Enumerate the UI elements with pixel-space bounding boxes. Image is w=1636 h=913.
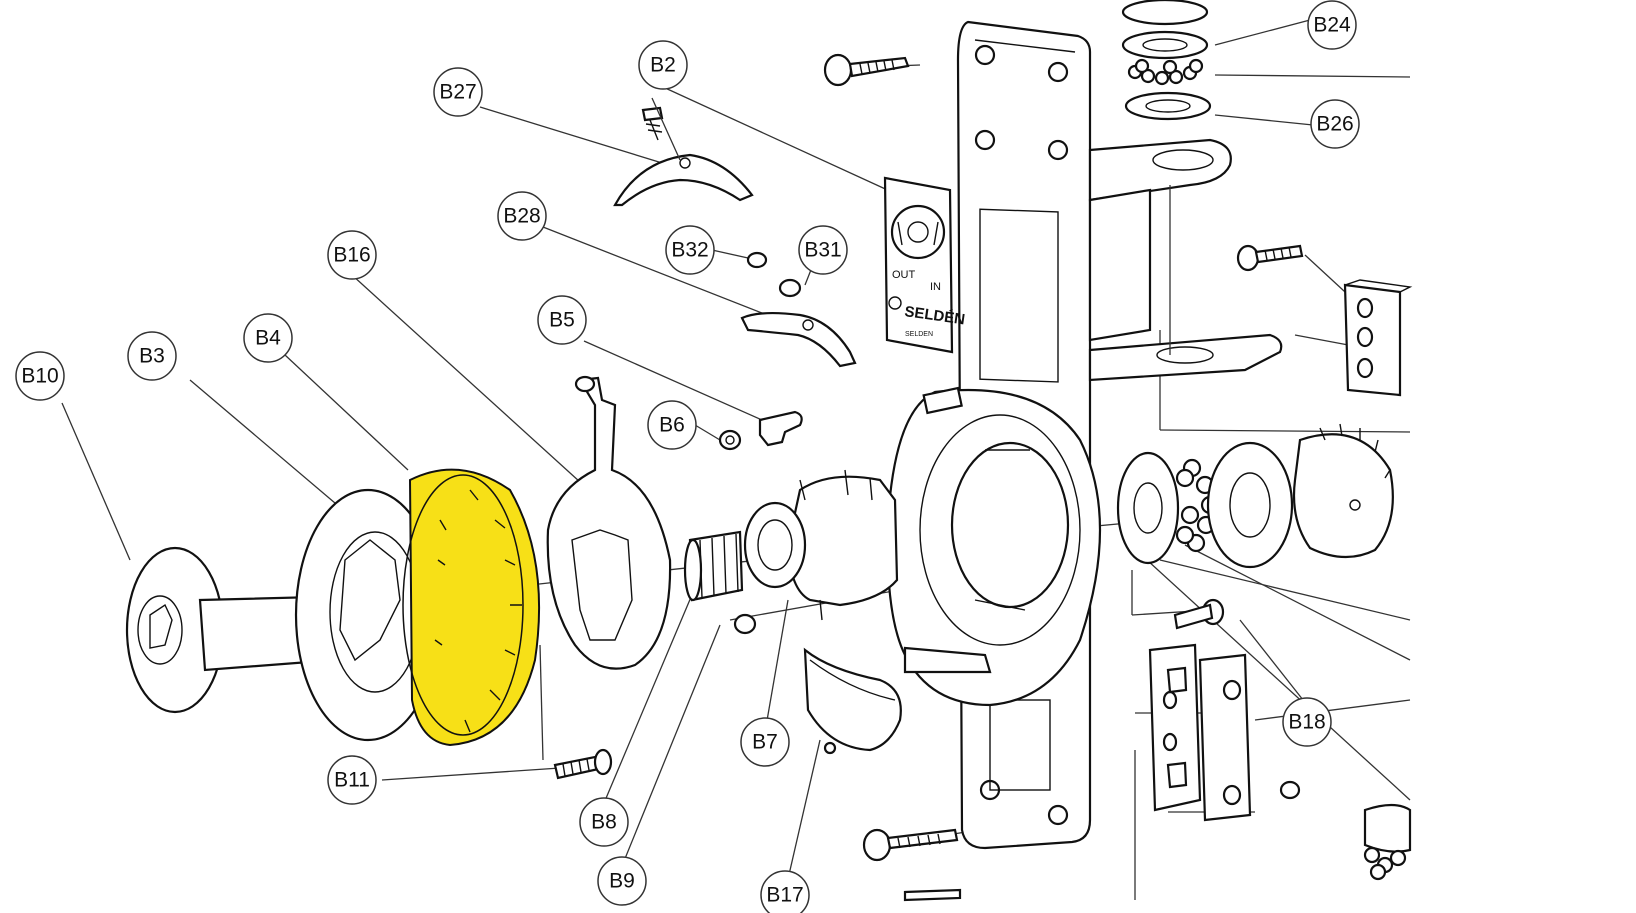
callout-label: B27	[439, 81, 476, 104]
callout-label: B9	[609, 870, 635, 893]
callout-label: B10	[21, 365, 58, 388]
callout-label: B16	[333, 244, 370, 267]
callout-circle	[1310, 99, 1360, 149]
callout-label: B5	[549, 309, 575, 332]
callout-b26: B26	[1310, 99, 1360, 149]
callout-label: B6	[659, 414, 685, 437]
callout-label: B24	[1313, 14, 1351, 37]
callout-b18: B18	[1282, 697, 1332, 747]
callout-label: B26	[1316, 113, 1353, 136]
screw-top	[823, 53, 910, 87]
callout-circle	[647, 400, 697, 450]
callout-b28: B28	[497, 191, 547, 241]
callout-circle	[1282, 697, 1332, 747]
upper-bracket	[1088, 138, 1283, 382]
callout-b2: B2	[638, 40, 688, 90]
callout-label: B8	[591, 811, 617, 834]
bearing-stack-top	[1121, 0, 1212, 121]
callout-circle	[537, 295, 587, 345]
dial-out-label: OUT	[892, 269, 916, 281]
callout-circle	[243, 313, 293, 363]
callout-b17: B17	[760, 870, 810, 913]
callout-label: B4	[255, 327, 281, 350]
callout-b6: B6	[647, 400, 697, 450]
ball-bearings	[1127, 58, 1204, 86]
callout-circle	[1307, 0, 1357, 50]
callout-b11: B11	[327, 755, 377, 805]
pawl-plate	[546, 375, 672, 670]
screw-bottom	[862, 828, 962, 902]
callout-label: B18	[1288, 711, 1325, 734]
callout-b32: B32	[665, 225, 715, 275]
callout-label: B3	[139, 345, 165, 368]
screw-b11	[553, 748, 613, 780]
callout-b24: B24	[1307, 0, 1357, 50]
right-lower-parts	[1148, 598, 1412, 881]
callout-b5: B5	[537, 295, 587, 345]
callout-circle	[127, 331, 177, 381]
callout-b9: B9	[597, 856, 647, 906]
callout-circle	[433, 67, 483, 117]
callout-circle	[497, 191, 547, 241]
callout-circle	[740, 717, 790, 767]
pinion-gear	[683, 530, 757, 635]
callout-b7: B7	[740, 717, 790, 767]
lower-balls	[1363, 846, 1407, 881]
callout-circle	[798, 225, 848, 275]
callout-circle	[327, 230, 377, 280]
ratchet-hub	[743, 469, 899, 621]
callout-circle	[760, 870, 810, 913]
b5-b6-parts	[718, 410, 803, 451]
callout-b3: B3	[127, 331, 177, 381]
callout-label: B11	[334, 769, 370, 792]
right-upper-screw-block	[1236, 244, 1413, 397]
callout-circle	[638, 40, 688, 90]
callout-label: B31	[804, 239, 841, 262]
callout-label: B32	[671, 239, 708, 262]
drum-assembly	[125, 468, 541, 747]
top-cover-part	[613, 97, 857, 368]
callout-b4: B4	[243, 313, 293, 363]
central-housing	[886, 386, 1102, 707]
callout-label: B7	[752, 731, 778, 754]
callout-circle	[15, 351, 65, 401]
callout-label: B17	[766, 884, 803, 907]
dial-plate: OUT IN SELDÉN SELDEN	[883, 176, 966, 354]
callout-circle	[665, 225, 715, 275]
callout-circle	[597, 856, 647, 906]
ball-ring	[1175, 458, 1220, 553]
callout-b16: B16	[327, 230, 377, 280]
callout-b27: B27	[433, 67, 483, 117]
callout-circle	[327, 755, 377, 805]
callout-b31: B31	[798, 225, 848, 275]
half-shell	[803, 647, 902, 755]
dial-brand-small-label: SELDEN	[905, 331, 933, 338]
callout-circle	[579, 797, 629, 847]
right-bearing-gear	[1116, 423, 1394, 569]
dial-in-label: IN	[930, 281, 941, 293]
callout-b8: B8	[579, 797, 629, 847]
callout-label: B2	[650, 54, 676, 77]
highlighted-ring-b4	[402, 468, 541, 747]
callout-label: B28	[503, 205, 540, 228]
callout-b10: B10	[15, 351, 65, 401]
